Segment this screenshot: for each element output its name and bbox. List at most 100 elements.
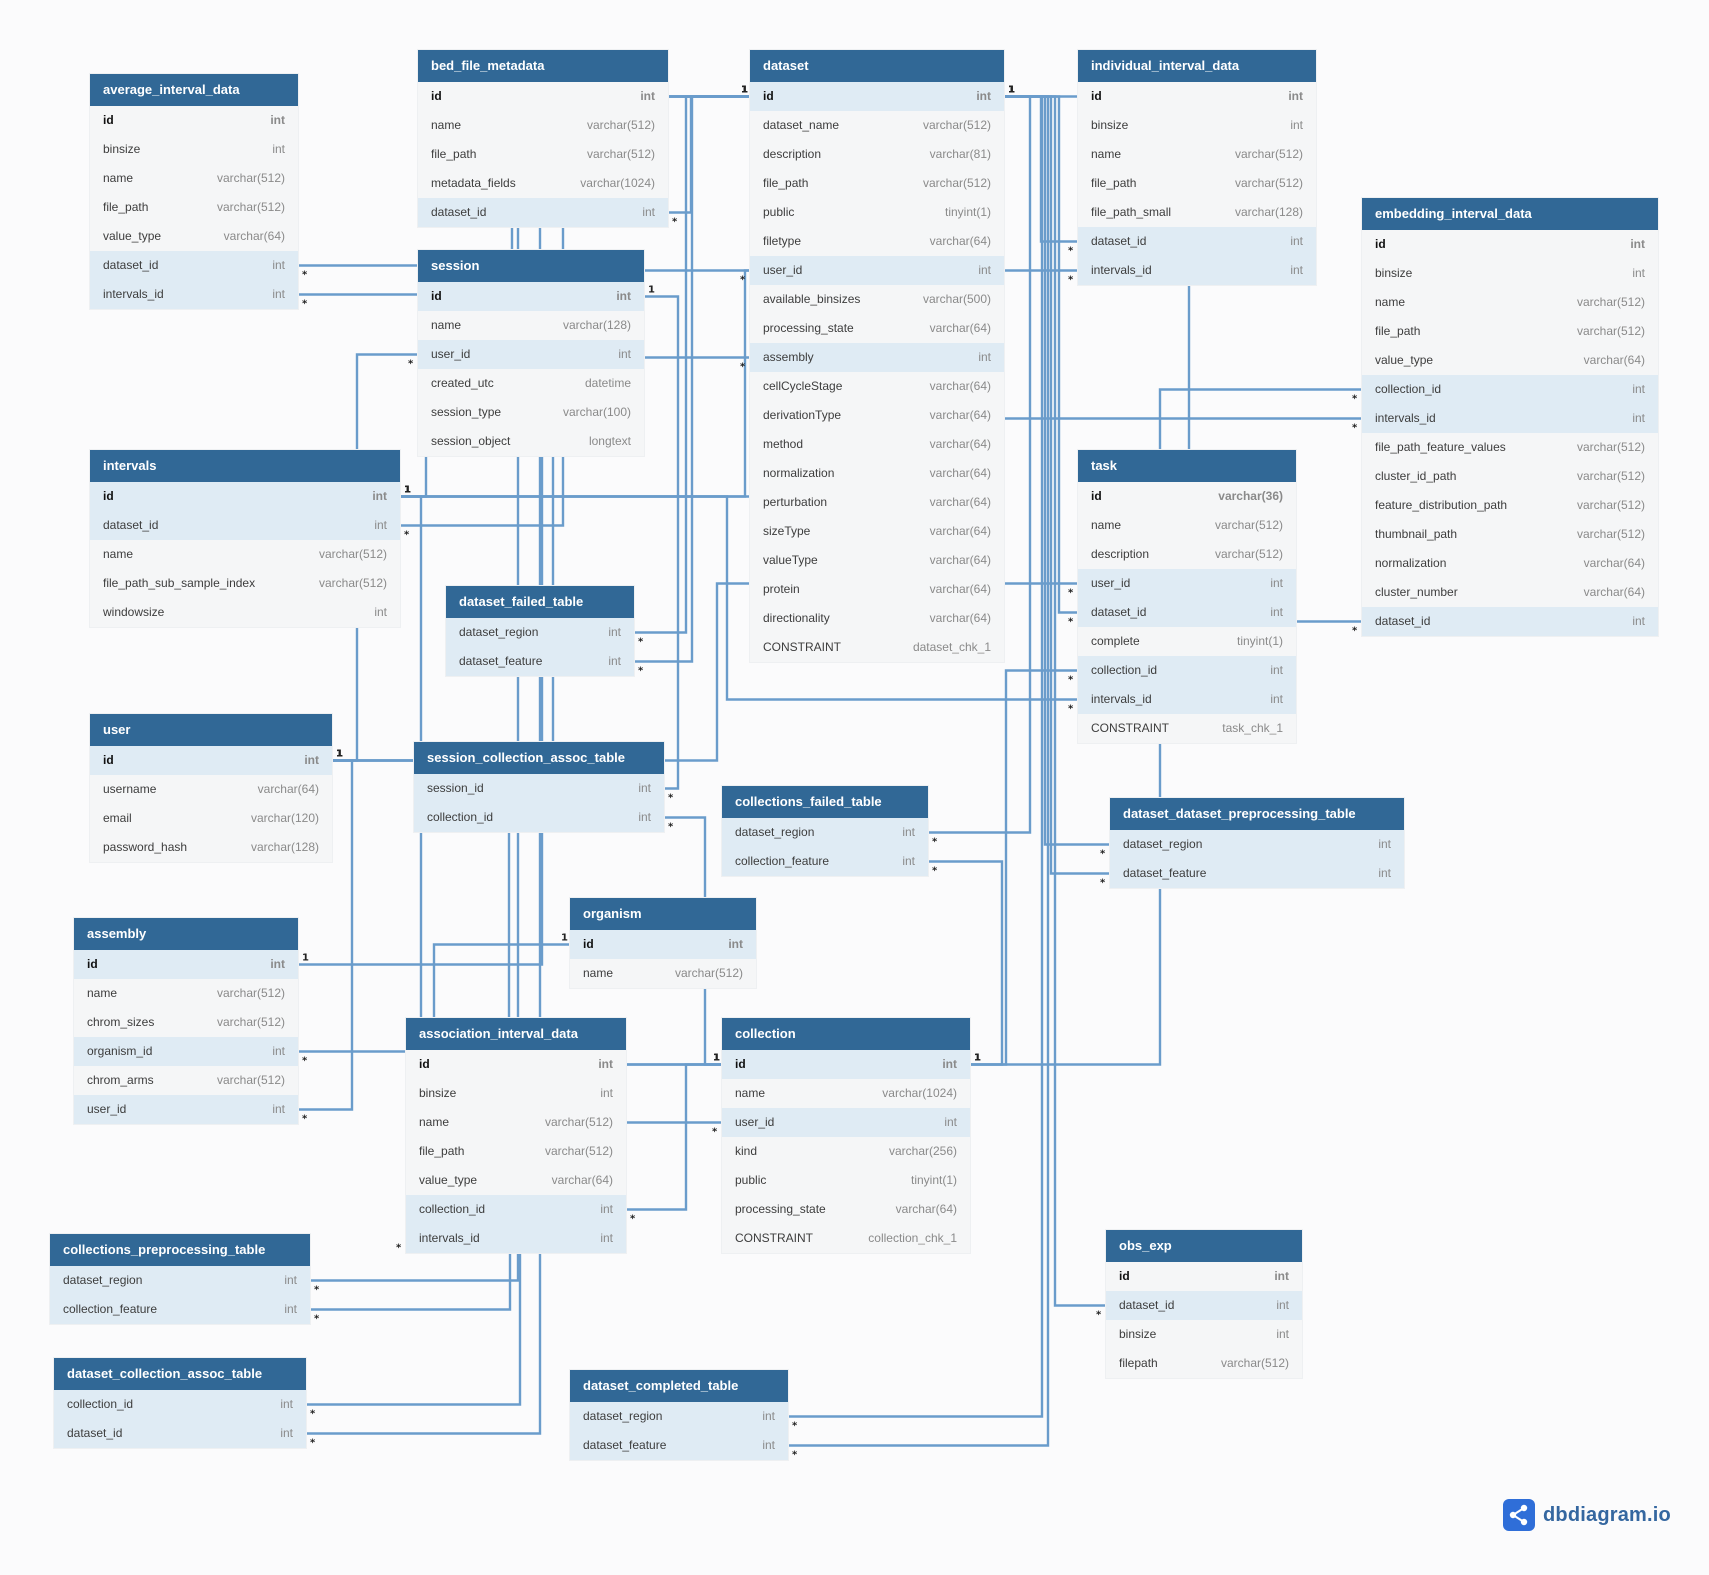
- table-header[interactable]: embedding_interval_data: [1362, 198, 1658, 230]
- relationship-line[interactable]: [668, 95, 750, 214]
- table-header[interactable]: average_interval_data: [90, 74, 298, 106]
- table-header[interactable]: intervals: [90, 450, 400, 482]
- dbdiagram-logo[interactable]: dbdiagram.io: [1503, 1499, 1671, 1531]
- relationship-line[interactable]: [400, 495, 1078, 701]
- table-header[interactable]: dataset_collection_assoc_table: [54, 1358, 306, 1390]
- table-header[interactable]: collection: [722, 1018, 970, 1050]
- table-header[interactable]: organism: [570, 898, 756, 930]
- table-header[interactable]: session_collection_assoc_table: [414, 742, 664, 774]
- table-header[interactable]: user: [90, 714, 332, 746]
- table-header[interactable]: task: [1078, 450, 1296, 482]
- table-header[interactable]: collections_failed_table: [722, 786, 928, 818]
- table-header[interactable]: association_interval_data: [406, 1018, 626, 1050]
- relationship-line[interactable]: [298, 943, 570, 1053]
- relationship-line[interactable]: [626, 1063, 722, 1211]
